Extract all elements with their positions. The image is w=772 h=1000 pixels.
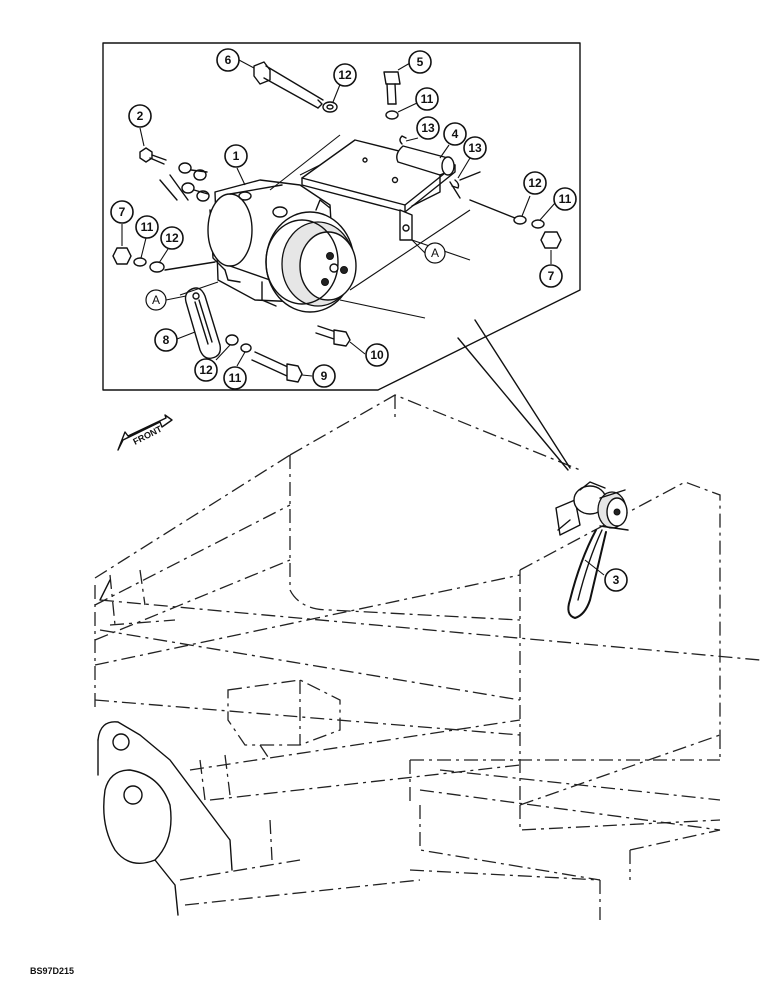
callout-6: 6 xyxy=(216,48,240,72)
callout-11-top: 11 xyxy=(415,87,439,111)
ac-compressor xyxy=(207,179,357,313)
tank-phantom xyxy=(289,394,581,621)
svg-text:13: 13 xyxy=(468,141,482,155)
callout-13-left: 13 xyxy=(416,116,440,140)
callout-13-right: 13 xyxy=(463,136,487,160)
callout-1: 1 xyxy=(224,144,248,168)
svg-text:11: 11 xyxy=(421,92,434,106)
svg-text:12: 12 xyxy=(528,176,542,190)
callout-12-right: 12 xyxy=(523,171,547,195)
callout-9: 9 xyxy=(312,364,336,388)
svg-text:2: 2 xyxy=(137,109,144,123)
callout-7-right: 7 xyxy=(539,264,563,288)
svg-text:3: 3 xyxy=(613,573,620,587)
svg-text:9: 9 xyxy=(321,369,328,383)
callout-3: 3 xyxy=(604,568,628,592)
svg-text:10: 10 xyxy=(370,348,384,362)
callout-4: 4 xyxy=(443,122,467,146)
svg-text:12: 12 xyxy=(199,363,213,377)
side-box-phantom xyxy=(519,481,721,806)
adjusting-link xyxy=(184,287,222,360)
drive-belt xyxy=(567,529,607,619)
svg-text:12: 12 xyxy=(338,68,352,82)
svg-text:11: 11 xyxy=(559,192,572,206)
front-arrow: FRONT xyxy=(117,414,173,451)
machine-frame-phantom xyxy=(94,454,761,920)
svg-text:7: 7 xyxy=(119,205,126,219)
callout-2: 2 xyxy=(128,104,152,128)
frame-pivot xyxy=(97,579,233,916)
callout-12-left: 12 xyxy=(160,226,184,250)
svg-text:A: A xyxy=(152,293,160,307)
callout-10: 10 xyxy=(365,343,389,367)
svg-text:4: 4 xyxy=(452,127,459,141)
svg-text:12: 12 xyxy=(165,231,179,245)
detail-pointer xyxy=(457,319,571,471)
callout-11-left: 11 xyxy=(135,215,159,239)
callout-5: 5 xyxy=(408,50,432,74)
compressor-location-view xyxy=(555,481,629,536)
svg-text:1: 1 xyxy=(233,149,240,163)
svg-text:8: 8 xyxy=(163,333,170,347)
reference-a-bracket: A xyxy=(424,242,446,264)
svg-text:A: A xyxy=(431,246,439,260)
svg-text:11: 11 xyxy=(141,220,154,234)
svg-text:5: 5 xyxy=(417,55,424,69)
callout-12-bottom: 12 xyxy=(194,358,218,382)
bolt-9 xyxy=(251,351,303,383)
hose-fittings xyxy=(139,147,210,202)
bolt-10 xyxy=(315,325,351,347)
svg-text:13: 13 xyxy=(421,121,435,135)
reference-a-link: A xyxy=(145,289,167,311)
bolt-5 xyxy=(383,71,401,105)
callout-11-bottom: 11 xyxy=(223,366,247,390)
callout-8: 8 xyxy=(154,328,178,352)
bolt-6 xyxy=(253,61,324,109)
detail-frame xyxy=(102,42,581,391)
drawing-code: BS97D215 xyxy=(30,966,75,976)
svg-text:6: 6 xyxy=(225,53,232,67)
callout-12-top: 12 xyxy=(333,63,357,87)
callout-7-left: 7 xyxy=(110,200,134,224)
svg-text:7: 7 xyxy=(548,269,555,283)
callout-11-right: 11 xyxy=(553,187,577,211)
svg-text:11: 11 xyxy=(229,371,242,385)
